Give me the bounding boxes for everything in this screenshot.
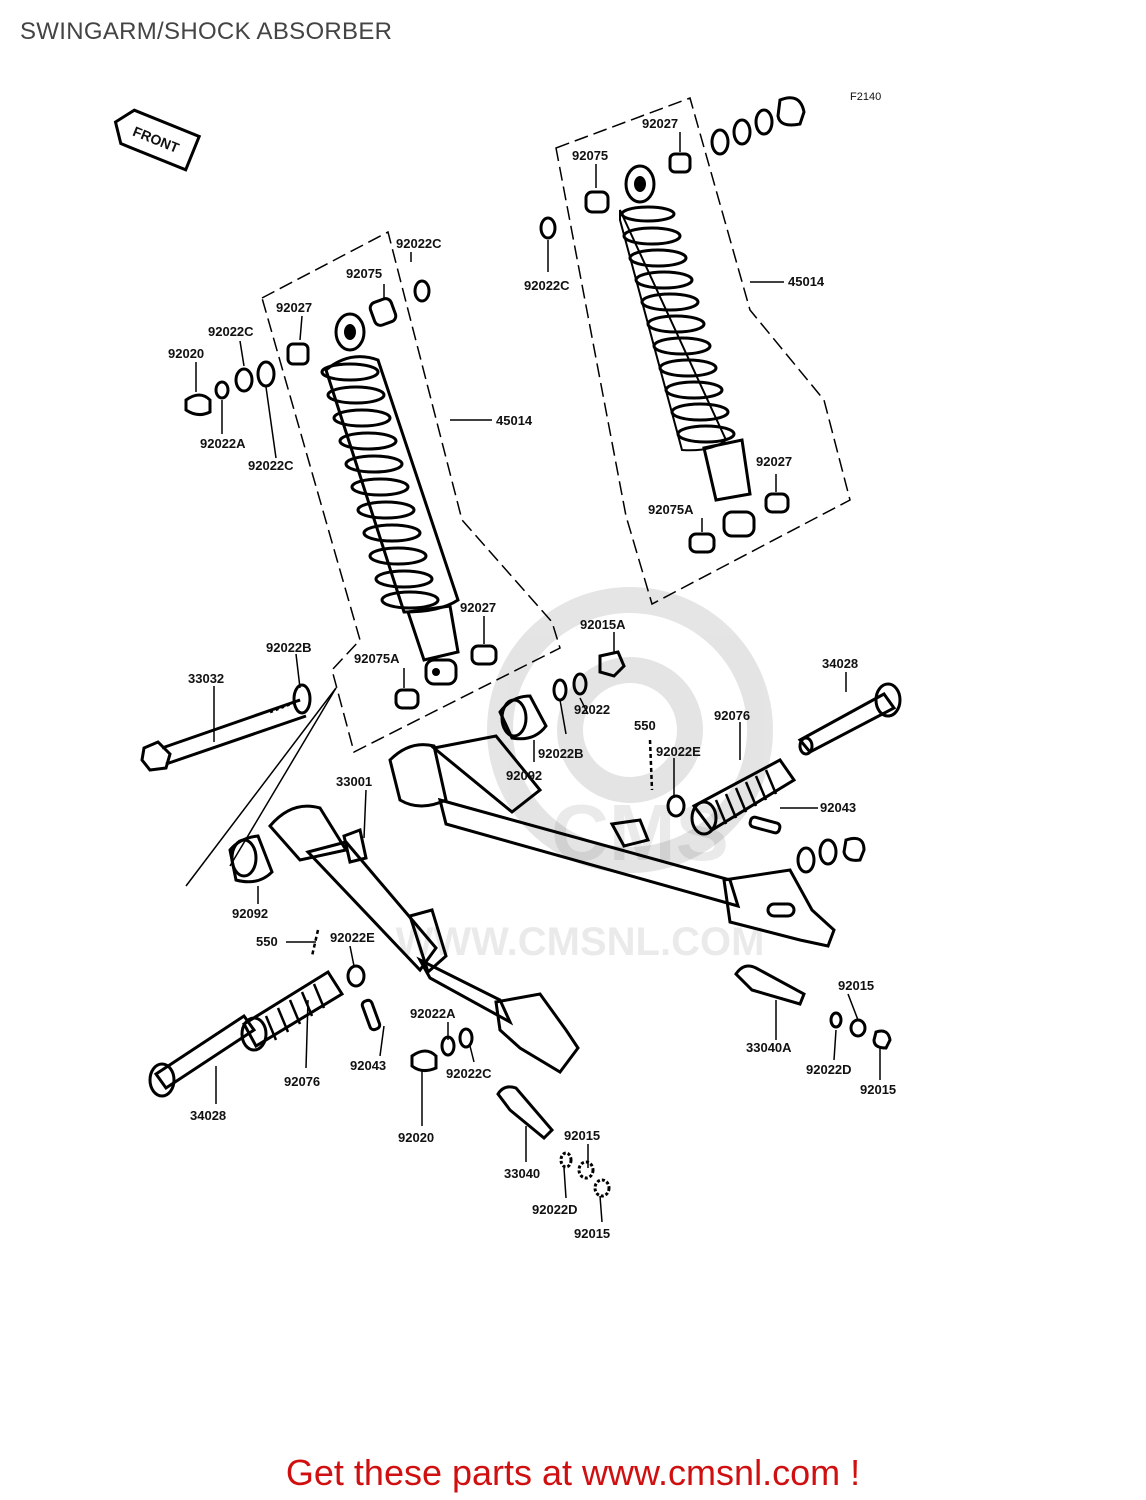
label-92092-b: 92092	[232, 906, 268, 921]
label-92015-right-b: 92015	[860, 1082, 896, 1097]
label-92076-right: 92076	[714, 708, 750, 723]
label-92022D-right: 92022D	[806, 1062, 852, 1077]
label-33040A: 33040A	[746, 1040, 792, 1055]
label-92075A-c: 92075A	[354, 651, 400, 666]
label-92022C-top: 92022C	[524, 278, 570, 293]
label-92075-top: 92075	[572, 148, 608, 163]
label-92022C-b: 92022C	[208, 324, 254, 339]
label-92015-bottom: 92015	[564, 1128, 600, 1143]
label-92022C-d: 92022C	[446, 1066, 492, 1081]
label-92015-right: 92015	[838, 978, 874, 993]
label-92075-a: 92075	[346, 266, 382, 281]
label-45014-a: 45014	[496, 413, 533, 428]
label-92022E-a: 92022E	[656, 744, 701, 759]
parts-diagram: F2140 FRONT	[113, 91, 902, 1241]
label-92022E-b: 92022E	[330, 930, 375, 945]
shaft-34028-right	[797, 682, 902, 756]
label-92027-top: 92027	[642, 116, 678, 131]
get-parts-link[interactable]: Get these parts at www.cmsnl.com !	[285, 1452, 861, 1493]
collar-92076-right	[690, 758, 797, 836]
label-92022C-c: 92022C	[248, 458, 294, 473]
label-92076-left: 92076	[284, 1074, 320, 1089]
label-34028-left: 34028	[190, 1108, 226, 1123]
label-92015-bottom-b: 92015	[574, 1226, 610, 1241]
label-92022D-bottom: 92022D	[532, 1202, 578, 1217]
label-92043-left: 92043	[350, 1058, 386, 1073]
label-550-left: 550	[256, 934, 278, 949]
left-shock-absorber	[320, 312, 460, 686]
label-45014-top: 45014	[788, 274, 825, 289]
label-92020-a: 92020	[168, 346, 204, 361]
label-33032: 33032	[188, 671, 224, 686]
label-92027-a: 92027	[276, 300, 312, 315]
label-92015A: 92015A	[580, 617, 626, 632]
swingarm-33001	[268, 734, 836, 1074]
right-shock-absorber	[619, 164, 756, 538]
front-arrow-icon: FRONT	[113, 108, 202, 172]
right-shock-panel	[555, 97, 851, 606]
page-title: SWINGARM/SHOCK ABSORBER	[20, 18, 393, 45]
label-92027-b: 92027	[756, 454, 792, 469]
label-92027-c: 92027	[460, 600, 496, 615]
label-92020-b: 92020	[398, 1130, 434, 1145]
label-92022: 92022	[574, 702, 610, 717]
left-shock-panel	[261, 230, 561, 754]
label-34028-right: 34028	[822, 656, 858, 671]
label-92075A-b: 92075A	[648, 502, 694, 517]
label-92022B-b: 92022B	[538, 746, 584, 761]
label-33001: 33001	[336, 774, 372, 789]
label-92092-a: 92092	[506, 768, 542, 783]
collar-92076-left	[240, 969, 345, 1052]
label-92022C-a: 92022C	[396, 236, 442, 251]
label-92022A-a: 92022A	[200, 436, 246, 451]
label-92022A-b: 92022A	[410, 1006, 456, 1021]
label-550-right: 550	[634, 718, 656, 733]
label-33040: 33040	[504, 1166, 540, 1181]
figure-code: F2140	[850, 91, 881, 103]
label-92043-right: 92043	[820, 800, 856, 815]
label-92022B-a: 92022B	[266, 640, 312, 655]
shaft-34028-left	[148, 1013, 257, 1098]
